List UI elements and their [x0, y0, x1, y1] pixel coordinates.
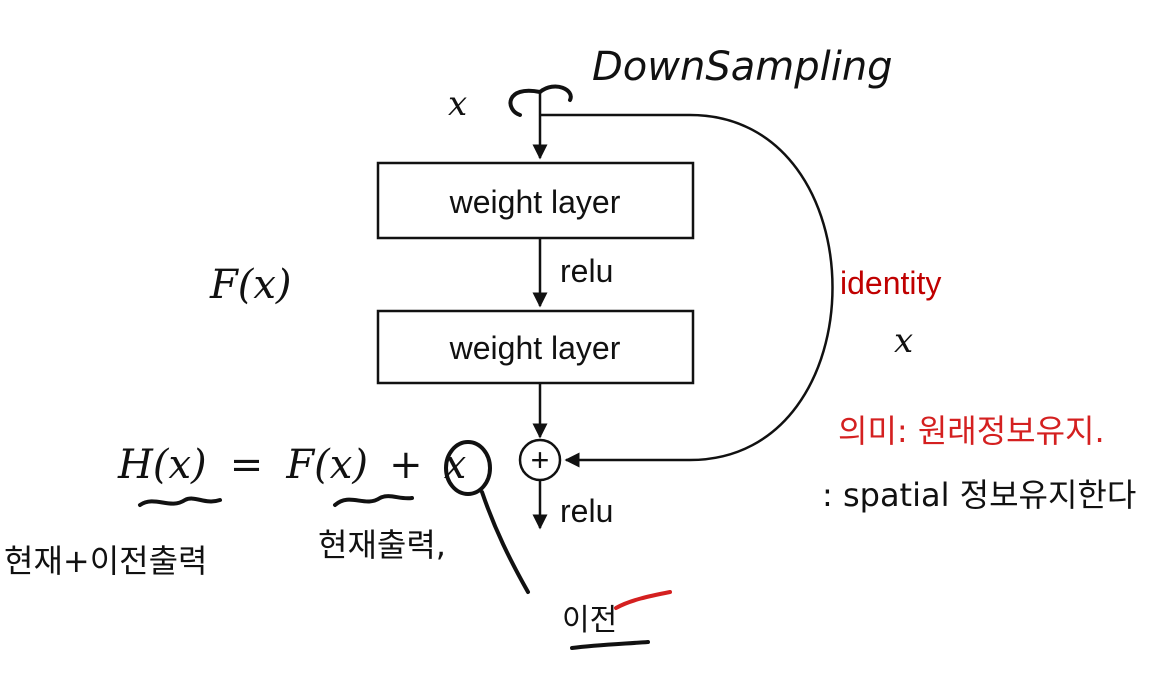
equation: H(x) = F(x) + x: [117, 442, 466, 488]
fx-label: F(x): [209, 262, 292, 308]
input-x-label: x: [448, 84, 467, 124]
equation-equals: =: [230, 442, 264, 488]
identity-x-label: x: [894, 321, 913, 361]
squiggle-fx: [333, 494, 414, 507]
equation-plus: +: [389, 442, 423, 488]
previous-note: 이전: [562, 603, 617, 638]
squiggle-hx: [138, 496, 222, 507]
relu-mid-label: relu: [560, 253, 613, 289]
weight-layer-2-box: [376, 309, 695, 385]
downsampling-annotation: DownSampling: [592, 44, 893, 90]
spatial-note: : spatial 정보유지한다: [822, 476, 1136, 514]
previous-underline: [570, 640, 650, 650]
current-prev-note: 현재+이전출력: [4, 542, 207, 580]
red-underline: [614, 590, 672, 610]
circle-around-x: [444, 440, 492, 496]
identity-skip-path: [540, 113, 834, 468]
downsampling-loop-mark: [508, 84, 573, 117]
weight-layer-1-box: [376, 161, 695, 240]
current-output-note: 현재출력,: [318, 526, 446, 564]
weight-layer-2-label: weight layer: [449, 330, 621, 366]
relu-out-label: relu: [560, 493, 613, 529]
weight-layer-1-label: weight layer: [449, 184, 621, 220]
equation-fx: F(x): [285, 442, 368, 488]
pointer-line: [480, 490, 530, 594]
meaning-note: 의미: 원래정보유지.: [838, 412, 1105, 450]
identity-label: identity: [840, 265, 941, 301]
equation-lhs: H(x): [117, 442, 207, 488]
sum-symbol: +: [531, 442, 550, 478]
